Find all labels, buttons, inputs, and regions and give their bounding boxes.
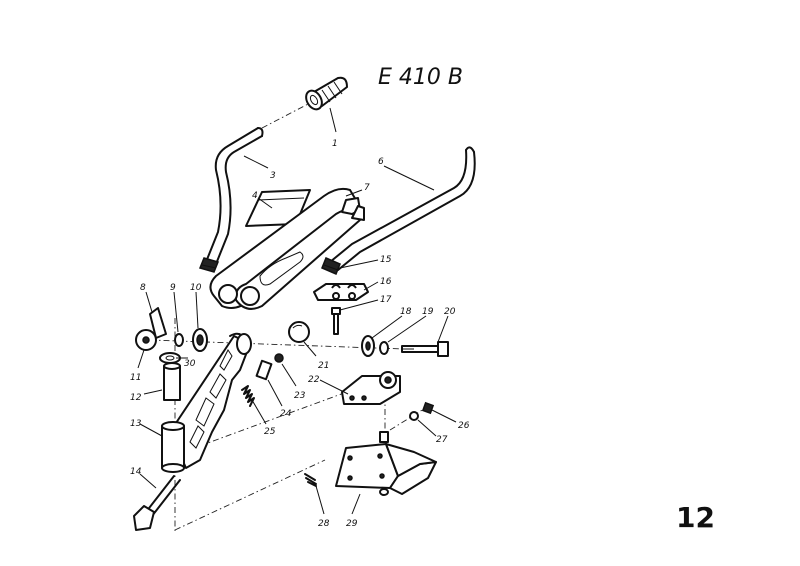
part-12-sleeve <box>163 362 181 401</box>
part-16-clamp <box>313 283 369 301</box>
callout-25: 25 <box>264 427 276 437</box>
part-18-washer <box>361 335 375 357</box>
callout-20: 20 <box>444 307 456 317</box>
callout-27: 27 <box>436 435 448 445</box>
callout-9: 9 <box>170 283 176 293</box>
part-7-lever-arm <box>209 187 365 310</box>
part-20-bolt <box>401 341 449 357</box>
part-28-screw <box>304 473 317 487</box>
part-1-hand-grip <box>305 76 348 111</box>
part-25-spring <box>241 385 255 407</box>
part-24-pin <box>255 359 273 381</box>
callout-30: 30 <box>184 359 196 369</box>
callout-1: 1 <box>332 139 338 149</box>
leader-lines <box>137 107 457 515</box>
callout-28: 28 <box>318 519 330 529</box>
callout-18: 18 <box>400 307 412 317</box>
page-number: 12 <box>676 501 715 534</box>
callout-22: 22 <box>308 375 320 385</box>
callout-4: 4 <box>252 191 258 201</box>
part-21-ball <box>288 321 310 343</box>
callout-15: 15 <box>380 255 392 265</box>
callout-29: 29 <box>346 519 358 529</box>
callout-23: 23 <box>294 391 306 401</box>
callout-10: 10 <box>190 283 202 293</box>
part-19-washer <box>379 341 389 355</box>
part-9-washer <box>174 333 184 347</box>
callout-19: 19 <box>422 307 434 317</box>
callout-16: 16 <box>380 277 392 287</box>
callout-labels: 1 3 4 6 7 8 9 10 11 12 13 14 15 16 17 18… <box>130 139 470 529</box>
callout-12: 12 <box>130 393 142 403</box>
part-3-left-handlebar <box>198 127 264 273</box>
callout-26: 26 <box>458 421 470 431</box>
part-6-right-handlebar <box>321 146 476 275</box>
callout-3: 3 <box>270 171 276 181</box>
callout-17: 17 <box>380 295 392 305</box>
part-13-housing <box>161 332 252 473</box>
callout-8: 8 <box>140 283 146 293</box>
part-27-washer <box>409 411 419 421</box>
callout-6: 6 <box>378 157 384 167</box>
part-8-knob-lever <box>135 307 167 351</box>
part-26-nut <box>421 401 435 415</box>
callout-11: 11 <box>130 373 141 383</box>
callout-24: 24 <box>280 409 292 419</box>
callout-21: 21 <box>318 361 329 371</box>
part-10-bearing <box>192 328 208 352</box>
part-29-base <box>335 431 437 496</box>
part-22-bracket <box>341 371 401 405</box>
part-17-bolt <box>331 307 341 335</box>
part-23-nut <box>274 353 284 363</box>
callout-7: 7 <box>364 183 370 193</box>
callout-14: 14 <box>130 467 142 477</box>
callout-13: 13 <box>130 419 142 429</box>
diagram-title: E 410 B <box>378 65 463 90</box>
part-14-pedal <box>133 475 181 531</box>
